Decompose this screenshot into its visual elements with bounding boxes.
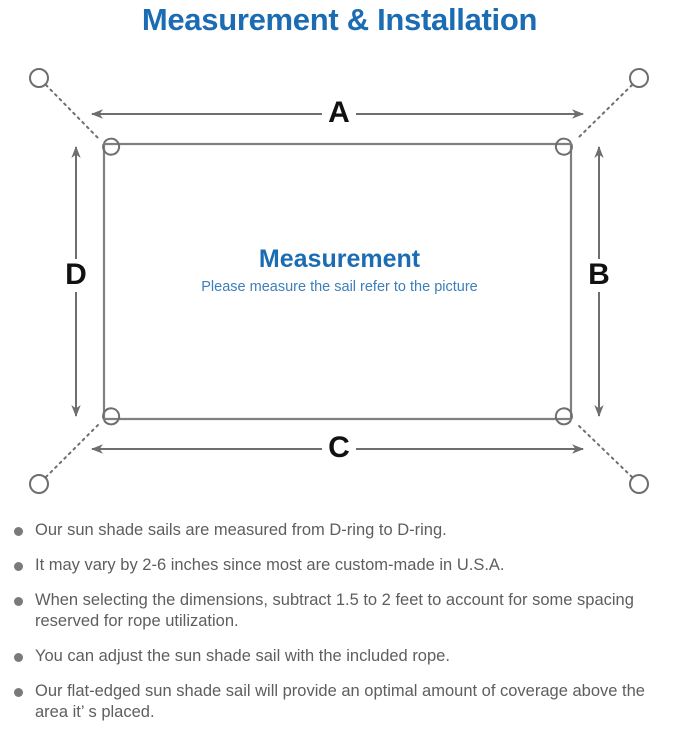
- notes-list: Our sun shade sails are measured from D-…: [0, 520, 679, 737]
- anchor-ring-top-right: [629, 68, 649, 88]
- d-ring-top-left: [102, 137, 121, 156]
- note-text: When selecting the dimensions, subtract …: [35, 591, 634, 630]
- dimension-label-a: A: [322, 98, 356, 128]
- note-text: It may vary by 2-6 inches since most are…: [35, 556, 505, 574]
- note-text: You can adjust the sun shade sail with t…: [35, 647, 450, 665]
- list-item: You can adjust the sun shade sail with t…: [0, 646, 679, 667]
- diagram-center-subtitle: Please measure the sail refer to the pic…: [201, 279, 478, 295]
- sail-outline: [102, 142, 573, 421]
- diagram-svg: [29, 68, 649, 494]
- anchor-ring-top-left: [29, 68, 49, 88]
- d-ring-bottom-left: [102, 407, 121, 426]
- bullet-icon: [14, 527, 23, 536]
- note-text: Our sun shade sails are measured from D-…: [35, 521, 447, 539]
- rope-line-bottom-right: [576, 423, 633, 478]
- bullet-icon: [14, 597, 23, 606]
- rope-line-top-left: [45, 84, 100, 140]
- diagram-center-title: Measurement: [258, 245, 421, 273]
- note-text: Our flat-edged sun shade sail will provi…: [35, 682, 645, 721]
- anchor-ring-bottom-left: [29, 474, 49, 494]
- rope-line-top-right: [576, 84, 633, 140]
- rope-line-bottom-left: [45, 423, 100, 478]
- list-item: Our flat-edged sun shade sail will provi…: [0, 681, 679, 723]
- d-ring-bottom-right: [554, 407, 573, 426]
- bullet-icon: [14, 688, 23, 697]
- list-item: It may vary by 2-6 inches since most are…: [0, 555, 679, 576]
- bullet-icon: [14, 653, 23, 662]
- dimension-label-b: B: [583, 260, 615, 290]
- dimension-label-c: C: [322, 433, 356, 463]
- page-title: Measurement & Installation: [141, 2, 538, 37]
- d-ring-top-right: [554, 137, 573, 156]
- dimension-label-d: D: [60, 260, 92, 290]
- anchor-ring-bottom-right: [629, 474, 649, 494]
- list-item: Our sun shade sails are measured from D-…: [0, 520, 679, 541]
- bullet-icon: [14, 562, 23, 571]
- measurement-diagram: A C D B Measurement Please measure the s…: [0, 44, 679, 514]
- list-item: When selecting the dimensions, subtract …: [0, 590, 679, 632]
